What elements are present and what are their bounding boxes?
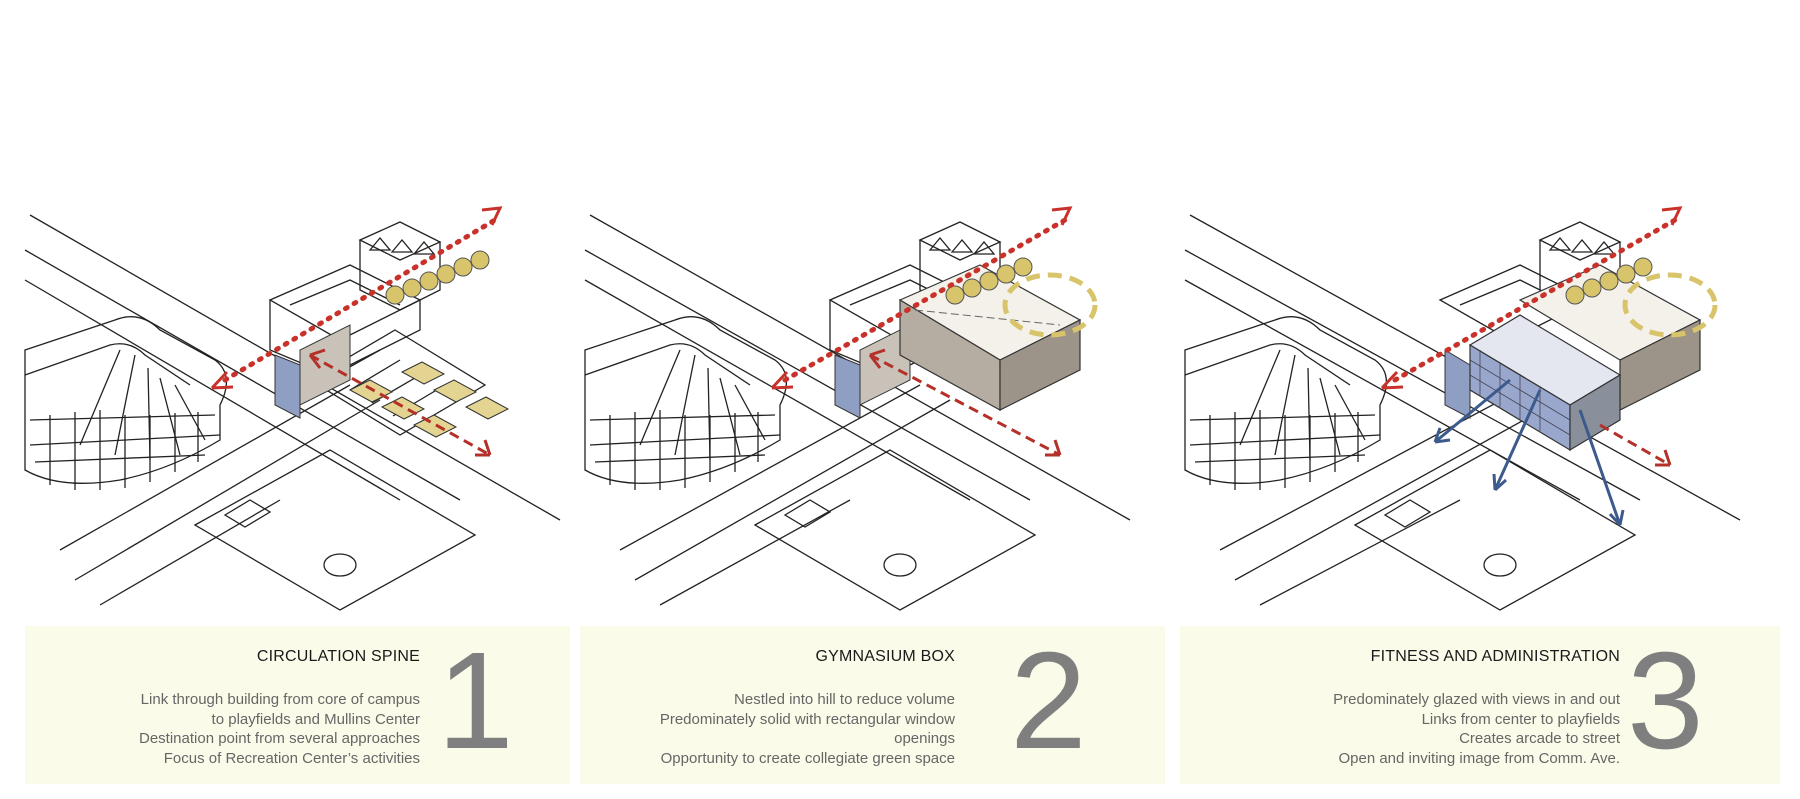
panel-1-line: Destination point from several approache… xyxy=(139,730,420,747)
panel-2-number: 2 xyxy=(1010,624,1087,778)
caption-panel-3: FITNESS AND ADMINISTRATION Predominately… xyxy=(1180,626,1780,784)
panel-3-number: 3 xyxy=(1627,624,1704,778)
sketch-1-svg xyxy=(24,206,561,611)
panel-1-number: 1 xyxy=(437,624,514,778)
caption-panel-2: GYMNASIUM BOX Nestled into hill to reduc… xyxy=(580,626,1165,784)
panel-1-line: Link through building from core of campu… xyxy=(140,691,420,708)
panel-3-line: Open and inviting image from Comm. Ave. xyxy=(1338,749,1620,767)
panel-3-description: Predominately glazed with views in and o… xyxy=(1333,690,1620,768)
sketch-3-svg xyxy=(1184,206,1741,611)
panel-1-title: CIRCULATION SPINE xyxy=(256,648,420,665)
panel-3-line: Links from center to playfields xyxy=(1421,710,1620,728)
sketch-3 xyxy=(1180,200,1780,620)
panel-2-description: Nestled into hill to reduce volume Predo… xyxy=(660,690,955,768)
sketch-2 xyxy=(580,200,1160,620)
panel-2-line: Opportunity to create collegiate green s… xyxy=(660,749,955,767)
panel-3-line: Creates arcade to street xyxy=(1459,730,1620,747)
panel-2-line: Predominately solid with rectangular win… xyxy=(659,710,955,728)
panel-2-line: openings xyxy=(894,730,955,747)
sketch-1 xyxy=(20,200,580,620)
caption-panel-1: CIRCULATION SPINE Link through building … xyxy=(25,626,570,784)
panel-1-description: Link through building from core of campu… xyxy=(139,690,420,768)
panel-3-title: FITNESS AND ADMINISTRATION xyxy=(1370,648,1620,665)
panel-2-title: GYMNASIUM BOX xyxy=(815,648,955,665)
panel-1-line: to playfields and Mullins Center xyxy=(211,710,420,728)
panel-1-line: Focus of Recreation Center’s activities xyxy=(163,749,420,767)
panel-2-line: Nestled into hill to reduce volume xyxy=(734,691,955,708)
sketch-2-svg xyxy=(584,206,1131,611)
panel-3-line: Predominately glazed with views in and o… xyxy=(1333,691,1620,708)
